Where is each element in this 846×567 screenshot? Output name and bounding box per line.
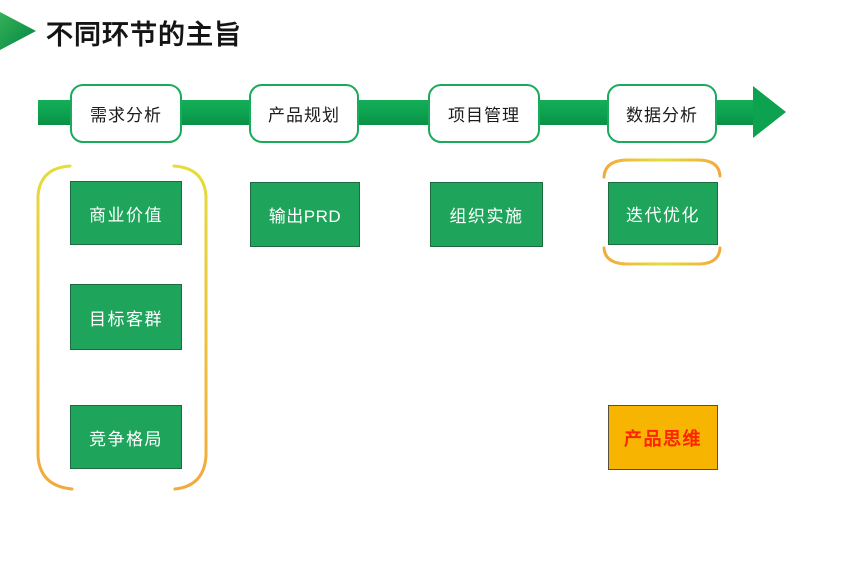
stage-box-requirements-analysis: 需求分析 bbox=[70, 84, 182, 143]
page-title: 不同环节的主旨 bbox=[46, 20, 242, 50]
stage-label: 需求分析 bbox=[90, 106, 162, 125]
highlight-bracket-requirements bbox=[36, 164, 208, 491]
process-arrow-head-icon bbox=[753, 86, 786, 138]
stage-box-data-analysis: 数据分析 bbox=[607, 84, 717, 143]
item-label: 迭代优化 bbox=[626, 206, 700, 225]
item-box-iterative-optimization: 迭代优化 bbox=[608, 182, 718, 245]
item-box-competitive-landscape: 竞争格局 bbox=[70, 405, 182, 469]
item-box-organize-implementation: 组织实施 bbox=[430, 182, 543, 247]
item-label: 竞争格局 bbox=[89, 429, 163, 449]
item-label: 目标客群 bbox=[89, 309, 163, 329]
stage-label: 数据分析 bbox=[626, 106, 698, 125]
stage-box-product-planning: 产品规划 bbox=[249, 84, 359, 143]
highlight-bracket-iteration bbox=[602, 158, 722, 266]
callout-product-thinking: 产品思维 bbox=[608, 405, 718, 470]
title-arrow-icon bbox=[0, 12, 36, 50]
item-label: 商业价值 bbox=[89, 205, 163, 225]
stage-label: 项目管理 bbox=[448, 106, 520, 125]
callout-label: 产品思维 bbox=[624, 428, 702, 449]
stage-label: 产品规划 bbox=[268, 106, 340, 125]
stage-box-project-management: 项目管理 bbox=[428, 84, 540, 143]
item-box-business-value: 商业价值 bbox=[70, 181, 182, 245]
item-label: 组织实施 bbox=[449, 207, 524, 226]
item-box-target-customers: 目标客群 bbox=[70, 284, 182, 350]
item-label: 输出PRD bbox=[268, 207, 342, 226]
item-box-output-prd: 输出PRD bbox=[250, 182, 360, 247]
